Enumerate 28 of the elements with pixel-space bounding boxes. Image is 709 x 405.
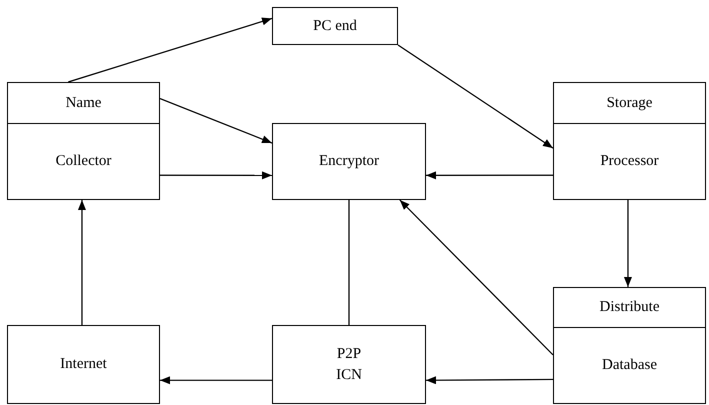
process-box <box>553 287 706 404</box>
arrow <box>624 200 632 287</box>
arrow <box>68 18 272 83</box>
process-box <box>7 325 160 404</box>
arrow <box>399 200 554 356</box>
process-box <box>272 325 426 404</box>
box-label: Encryptor <box>319 152 379 171</box>
arrow <box>160 98 272 144</box>
process-box <box>7 82 160 200</box>
box-heading: Distribute <box>600 298 660 318</box>
box-label: PC end <box>313 16 357 36</box>
box-label: Collector <box>56 152 112 172</box>
process-box <box>272 7 398 45</box>
process-box <box>553 82 706 200</box>
arrow <box>426 376 553 384</box>
arrow <box>160 376 272 384</box>
arrow <box>426 171 553 180</box>
process-box <box>272 123 426 200</box>
box-heading: Name <box>66 94 102 113</box>
box-label: Processor <box>600 152 659 172</box>
connector-line <box>348 200 350 325</box>
arrow <box>160 171 272 180</box>
box-label: P2P ICN <box>335 344 363 384</box>
arrow <box>398 44 554 149</box>
box-label: Internet <box>60 355 107 374</box>
box-heading: Storage <box>606 94 652 113</box>
arrow <box>78 200 86 325</box>
box-label: Database <box>602 356 657 376</box>
